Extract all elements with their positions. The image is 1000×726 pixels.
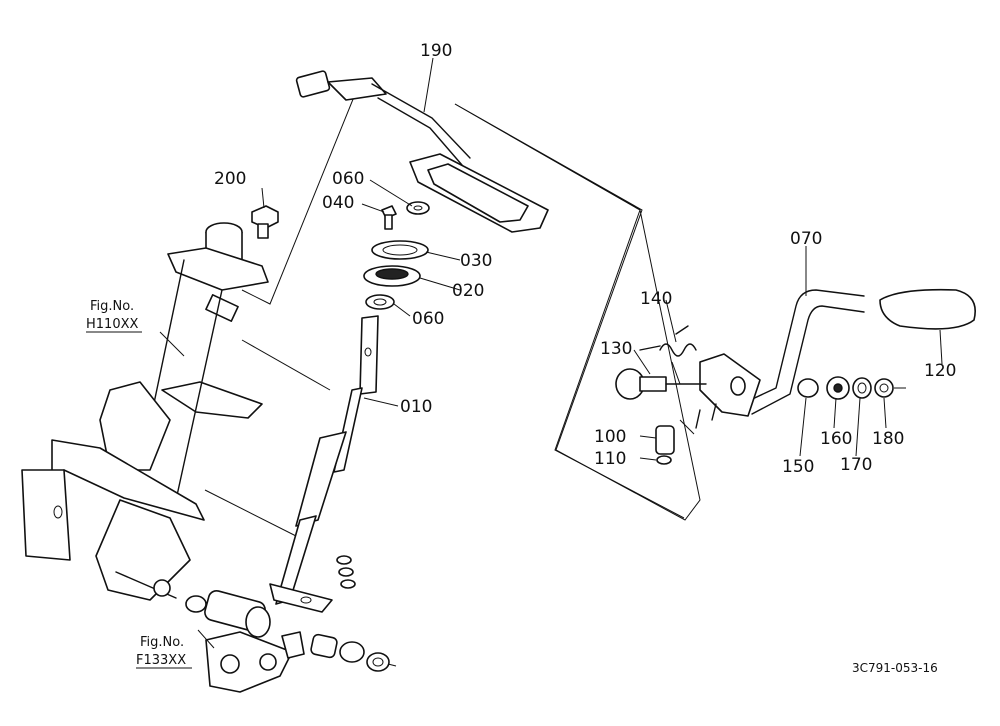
figure-reference-h110: Fig.No. H110XX [86, 299, 142, 333]
label-040: 040 [322, 193, 354, 213]
part-120-knob [879, 288, 976, 330]
washer-set-150-180 [797, 376, 906, 400]
bushing-stack [363, 201, 430, 310]
reference-frames [204, 81, 701, 539]
part-010-shaft [269, 315, 379, 613]
lower-linkage [205, 631, 397, 693]
label-190: 190 [420, 41, 452, 61]
label-120: 120 [924, 361, 956, 381]
fig-f133-prefix: Fig.No. [140, 635, 184, 650]
label-130: 130 [600, 339, 632, 359]
part-200-bolt [251, 205, 279, 239]
label-200: 200 [214, 169, 246, 189]
leader-lines [159, 57, 943, 649]
label-180: 180 [872, 429, 904, 449]
label-030: 030 [460, 251, 492, 271]
label-150: 150 [782, 457, 814, 477]
part-190-pedal-rod [295, 70, 549, 233]
fig-f133-code: F133XX [136, 653, 186, 668]
label-010: 010 [400, 397, 432, 417]
label-170: 170 [840, 455, 872, 475]
fig-h110-code: H110XX [86, 317, 138, 332]
fig-h110-prefix: Fig.No. [90, 299, 134, 314]
part-110-washer [656, 455, 672, 465]
label-060-top: 060 [332, 169, 364, 189]
part-140-spring [639, 325, 697, 385]
label-060-bottom: 060 [412, 309, 444, 329]
label-140: 140 [640, 289, 672, 309]
drawing-code: 3C791-053-16 [852, 661, 938, 675]
label-110: 110 [594, 449, 626, 469]
figure-reference-f133: Fig.No. F133XX [136, 635, 192, 669]
part-100-sleeve [655, 419, 695, 455]
label-070: 070 [790, 229, 822, 249]
part-130-pin [615, 368, 707, 400]
part-070-lever [745, 289, 865, 415]
label-160: 160 [820, 429, 852, 449]
left-bracket-assembly [21, 222, 271, 638]
label-100: 100 [594, 427, 626, 447]
label-020: 020 [452, 281, 484, 301]
lever-bracket [695, 353, 761, 429]
part-number-labels: 190 200 060 040 030 020 060 010 070 140 … [214, 41, 956, 477]
